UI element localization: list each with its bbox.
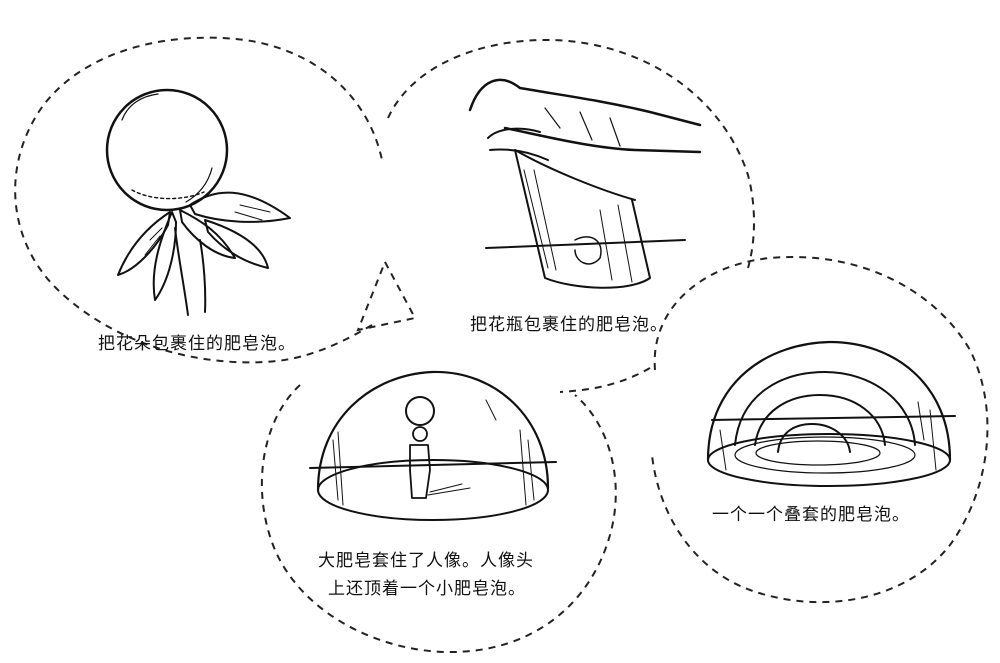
- flower-bubble-illustration: [105, 88, 291, 316]
- nested-bubble-caption: 一个一个叠套的肥皂泡。: [712, 505, 910, 525]
- statue-bubble-caption-line1: 大肥皂套住了人像。人像头: [318, 551, 534, 571]
- bubble-outlines: [14, 36, 989, 654]
- outline-nested-bubble: [651, 256, 989, 604]
- nested-domes-illustration: [706, 340, 956, 487]
- outline-arrow-triangle: [356, 259, 417, 332]
- outline-flower-bubble: [14, 36, 383, 364]
- vase-bubble-caption: 把花瓶包裹住的肥皂泡。: [470, 315, 668, 335]
- vase-bubble-illustration: [468, 78, 702, 289]
- statue-dome-illustration: [309, 370, 557, 521]
- outline-vase-bubble: [387, 38, 755, 393]
- outline-statue-bubble: [260, 384, 617, 654]
- statue-bubble-caption-line2: 上还顶着一个小肥皂泡。: [328, 579, 526, 599]
- flower-bubble-caption: 把花朵包裹住的肥皂泡。: [98, 334, 296, 354]
